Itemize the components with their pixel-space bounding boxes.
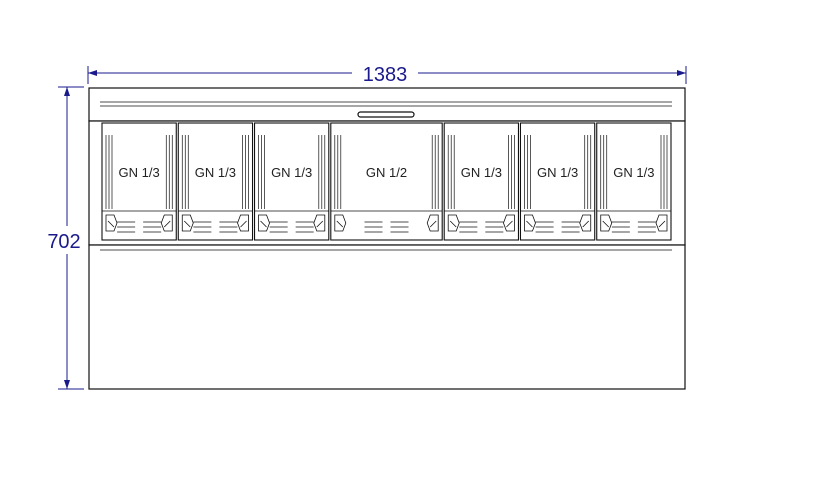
pan-handle-right: [655, 214, 668, 232]
pan-label: GN 1/3: [613, 165, 654, 180]
gastronorm-pans: GN 1/3 GN 1/3 GN 1/3 GN 1/2 GN 1/3 GN 1/3 GN 1…: [101, 122, 672, 241]
pan-label: GN 1/3: [271, 165, 312, 180]
pan-outline: [177, 122, 254, 241]
pan: GN 1/2: [330, 122, 443, 241]
pan-handle-left: [334, 214, 347, 232]
pan: GN 1/3: [101, 122, 177, 241]
pan-label: GN 1/3: [537, 165, 578, 180]
pan-outline: [330, 122, 443, 241]
pan: GN 1/3: [177, 122, 254, 241]
pan-label: GN 1/3: [119, 165, 160, 180]
height-dimension: 702: [47, 86, 84, 390]
pan-handle-left: [524, 214, 536, 232]
pan-handle-left: [600, 214, 613, 232]
pan-handle-right: [237, 214, 249, 232]
pan-outline: [443, 122, 520, 241]
pan-handle-left: [181, 214, 194, 232]
lower-cabinet: [88, 244, 686, 390]
pan-handle-left: [105, 214, 118, 232]
pan-outline: [519, 122, 596, 241]
pan-handle-left: [447, 214, 460, 232]
width-dimension-label: 1383: [363, 64, 408, 86]
height-dimension-label: 702: [47, 231, 80, 253]
pan-handle-right: [579, 214, 592, 232]
pan: GN 1/3: [596, 122, 672, 241]
pan: GN 1/3: [253, 122, 330, 241]
pan-handle-left: [258, 214, 270, 232]
pan-label: GN 1/2: [366, 165, 407, 180]
pan-label: GN 1/3: [461, 165, 502, 180]
pan: GN 1/3: [519, 122, 596, 241]
pan-outline: [596, 122, 672, 241]
pan-handle-right: [313, 214, 326, 232]
width-dimension: 1383: [87, 64, 687, 86]
pan: GN 1/3: [443, 122, 520, 241]
pan-handle-right: [426, 214, 439, 232]
pan-outline: [101, 122, 177, 241]
pan-handle-right: [503, 214, 515, 232]
pan-label: GN 1/3: [195, 165, 236, 180]
lid-handle: [357, 111, 415, 118]
pan-handle-right: [160, 214, 173, 232]
pan-outline: [253, 122, 330, 241]
